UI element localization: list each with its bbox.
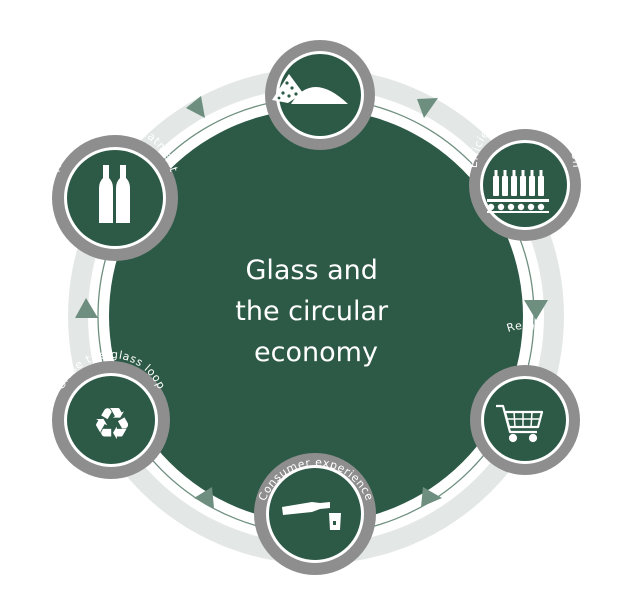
flow-arrow-5 [75, 298, 98, 318]
recycle-icon: ♻ [92, 399, 131, 450]
stage-label-retail: Retail [505, 319, 545, 335]
title-line-3: economy [254, 337, 378, 368]
flow-arrow-1 [417, 98, 438, 118]
stage-node-recycled-glass-treatment: Recycled glass treatment [50, 118, 180, 261]
stage-node-efficient-glass-production: Efficient glass production [467, 108, 582, 241]
stage-node-consumer-experience: Consumer experience [254, 453, 376, 575]
flow-arrow-6 [186, 96, 205, 118]
shopping-cart-icon [496, 404, 544, 443]
conveyor-bottles-icon [487, 170, 549, 213]
title-line-1: Glass and [245, 255, 377, 286]
pouring-bottle-icon [282, 502, 341, 530]
center-circle [109, 109, 523, 523]
flow-arrow-2 [524, 300, 548, 320]
stage-node-raw-materials: Raw materials [265, 22, 375, 150]
bottles-icon [99, 165, 130, 223]
sand-pile-icon [272, 74, 348, 104]
svg-text:♻: ♻ [92, 399, 131, 450]
stage-node-close-the-glass-loop: Close the glass loop ♻ [52, 348, 170, 479]
title-line-2: the circular [235, 296, 389, 327]
flow-arrow-4 [194, 487, 214, 508]
flow-arrow-3 [421, 487, 442, 507]
center-title: Glass and the circular economy [235, 255, 396, 368]
stage-node-retail: Retail [470, 319, 580, 475]
